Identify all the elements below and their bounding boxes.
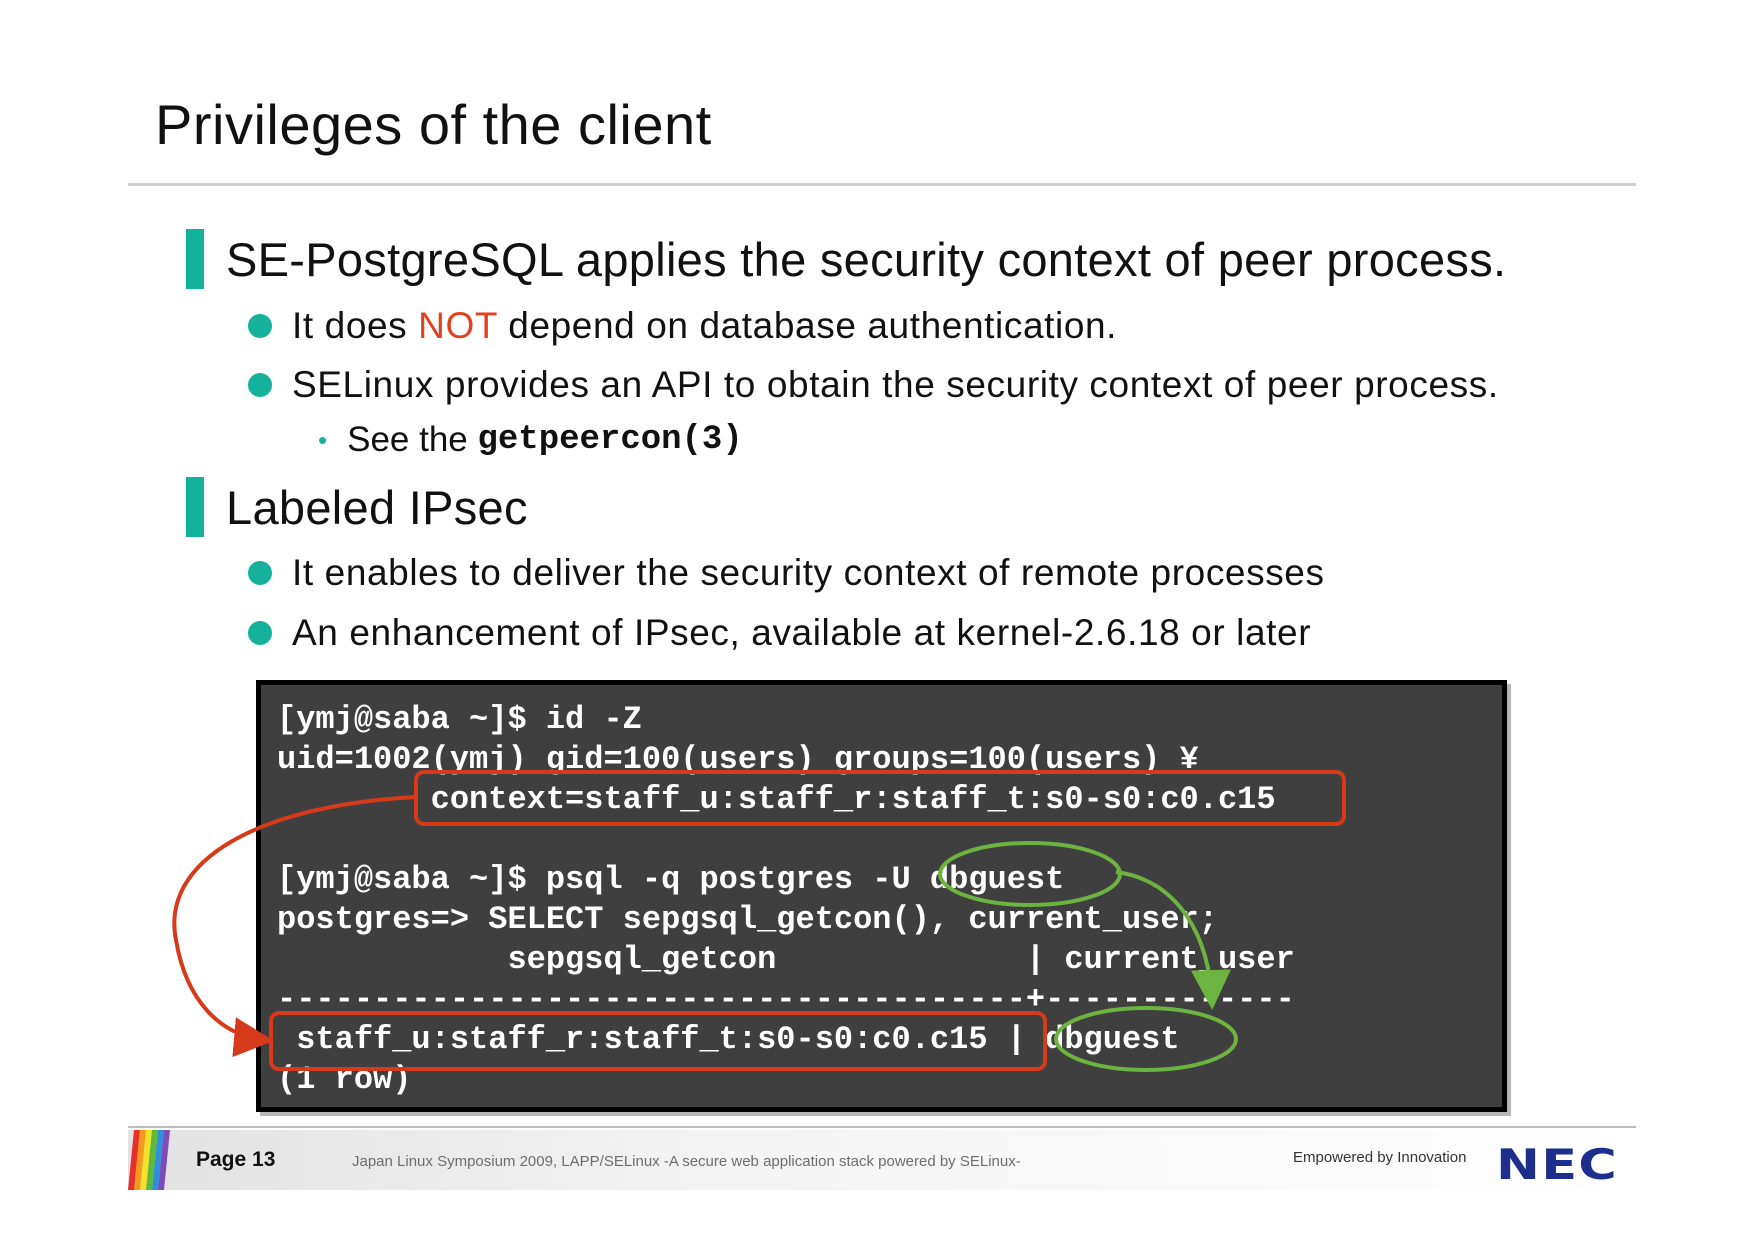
sub-bullet-prefix: See the: [347, 420, 478, 459]
section-accent-bar: [186, 229, 204, 289]
bullet-text-after: depend on database authentication.: [497, 305, 1118, 346]
footer-band: [128, 1130, 1636, 1190]
footer-rainbow-icon: [128, 1130, 170, 1190]
bullet-text: It does NOT depend on database authentic…: [292, 305, 1117, 347]
footer-caption: Japan Linux Symposium 2009, LAPP/SELinux…: [352, 1153, 1021, 1170]
bullet-text: SELinux provides an API to obtain the se…: [292, 364, 1499, 405]
terminal-line: staff_u:staff_r:staff_t:s0-s0:c0.c15 | d…: [277, 1021, 1180, 1058]
bullet-item: An enhancement of IPsec, available at ke…: [248, 608, 1311, 658]
section-heading-labeled-ipsec: Labeled IPsec: [186, 476, 528, 538]
company-tagline: Empowered by Innovation: [1293, 1149, 1467, 1166]
section-heading-text: SE-PostgreSQL applies the security conte…: [226, 232, 1507, 286]
terminal-line: uid=1002(ymj) gid=100(users) groups=100(…: [277, 741, 1199, 778]
section-heading-se-postgresql: SE-PostgreSQL applies the security conte…: [186, 228, 1506, 290]
bullet-dot-icon: [248, 373, 272, 397]
page-number: Page 13: [196, 1148, 276, 1171]
sub-bullet-dot-icon: •: [318, 424, 328, 455]
slide-title: Privileges of the client: [155, 93, 712, 156]
terminal-window: [ymj@saba ~]$ id -Z uid=1002(ymj) gid=10…: [256, 680, 1507, 1112]
terminal-line: [ymj@saba ~]$ psql -q postgres -U dbgues…: [277, 861, 1065, 898]
bullet-text-before: It does: [292, 305, 419, 346]
terminal-line: context=staff_u:staff_r:staff_t:s0-s0:c0…: [277, 781, 1276, 818]
bullet-item: It does NOT depend on database authentic…: [248, 301, 1117, 351]
terminal-line: ---------------------------------------+…: [277, 981, 1295, 1018]
bullet-text: An enhancement of IPsec, available at ke…: [292, 612, 1312, 653]
terminal-line: [ymj@saba ~]$ id -Z: [277, 701, 642, 738]
section-accent-bar: [186, 477, 204, 537]
company-logo: NEC: [1496, 1140, 1619, 1189]
bullet-text: It enables to deliver the security conte…: [292, 552, 1325, 593]
bullet-dot-icon: [248, 314, 272, 338]
title-divider: [128, 183, 1636, 186]
bullet-emphasis: NOT: [418, 305, 498, 346]
bullet-item: It enables to deliver the security conte…: [248, 548, 1325, 598]
sub-bullet-item: • See the getpeercon(3): [318, 415, 743, 465]
bullet-item: SELinux provides an API to obtain the se…: [248, 360, 1499, 410]
footer-rule: [128, 1126, 1636, 1128]
terminal-line: (1 row): [277, 1061, 412, 1098]
bullet-dot-icon: [248, 561, 272, 585]
bullet-dot-icon: [248, 621, 272, 645]
terminal-line: postgres=> SELECT sepgsql_getcon(), curr…: [277, 901, 1218, 938]
section-heading-text: Labeled IPsec: [226, 480, 528, 534]
function-reference: getpeercon(3): [477, 421, 743, 459]
terminal-line: sepgsql_getcon | current_user: [277, 941, 1295, 978]
